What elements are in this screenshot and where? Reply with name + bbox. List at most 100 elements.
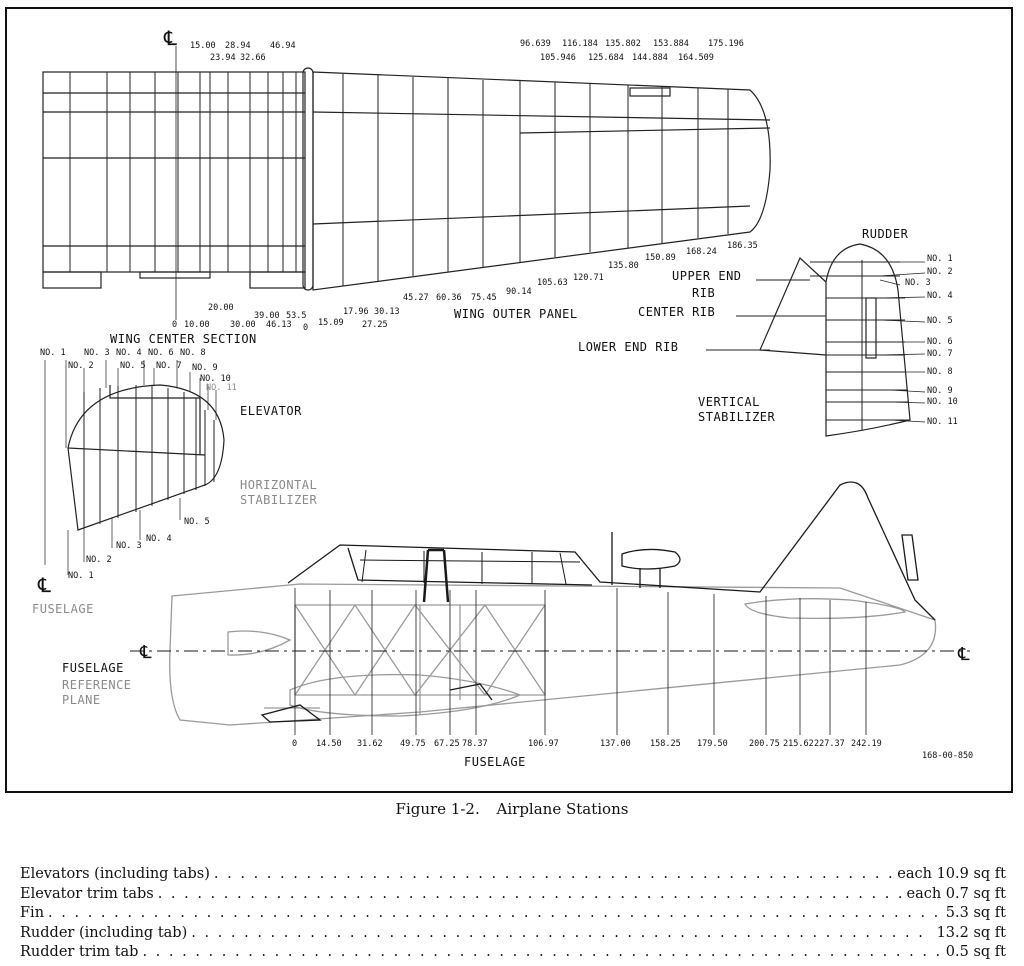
svg-text:75.45: 75.45: [471, 293, 497, 303]
svg-text:175.196: 175.196: [708, 39, 744, 49]
svg-text:53.5: 53.5: [286, 311, 306, 321]
svg-text:120.71: 120.71: [573, 273, 604, 283]
fuselage-stations: 0 14.50 31.62 49.75 67.25 78.37 106.97 1…: [292, 739, 882, 749]
fuselage-reference-centerline-symbol: ℄: [139, 642, 152, 663]
svg-text:78.37: 78.37: [462, 739, 488, 749]
wing-center-bottom-stations: 20.00 0 10.00 30.00 39.00 46.13 53.5 0: [172, 303, 308, 333]
svg-text:32.66: 32.66: [240, 53, 266, 63]
svg-text:NO. 4: NO. 4: [146, 534, 172, 544]
area-value: each 0.7 sq ft: [906, 885, 1007, 902]
svg-text:168.24: 168.24: [686, 247, 717, 257]
surface-area-list: Elevators (including tabs)each 10.9 sq f…: [20, 866, 1006, 964]
list-item: Rudder trim tab 0.5 sq ft: [20, 944, 1006, 964]
list-item: Elevators (including tabs)each 10.9 sq f…: [20, 866, 1006, 886]
svg-text:14.50: 14.50: [316, 739, 342, 749]
svg-text:NO. 2: NO. 2: [68, 361, 94, 371]
svg-text:NO. 9: NO. 9: [927, 386, 953, 396]
svg-text:0: 0: [172, 320, 177, 330]
svg-text:45.27: 45.27: [403, 293, 429, 303]
wing-center-top-stations: 15.00 28.94 46.94 23.94 32.66: [190, 41, 296, 63]
svg-text:10.00: 10.00: [184, 320, 210, 330]
svg-text:0: 0: [292, 739, 297, 749]
svg-text:49.75: 49.75: [400, 739, 426, 749]
airplane-stations-figure: ℄ 15.00 28.94 46.94 23.94 32.66 20.00 0 …: [5, 7, 1013, 793]
wing-centerline-symbol: ℄: [163, 26, 177, 50]
svg-text:39.00: 39.00: [254, 311, 280, 321]
svg-text:17.96: 17.96: [343, 307, 369, 317]
list-item: Rudder (including tab)13.2 sq ft: [20, 925, 1006, 945]
fuselage-tail-centerline-symbol: ℄: [957, 644, 970, 665]
svg-text:30.00: 30.00: [230, 320, 256, 330]
svg-text:153.884: 153.884: [653, 39, 689, 49]
upper-end-rib-label-2: RIB: [692, 286, 715, 300]
fuselage-drawing: [130, 481, 970, 735]
svg-text:96.639: 96.639: [520, 39, 551, 49]
drawing-number: 168-00-850: [922, 751, 973, 761]
svg-text:NO. 3: NO. 3: [84, 348, 110, 358]
svg-text:67.25: 67.25: [434, 739, 460, 749]
fuselage-label: FUSELAGE: [464, 755, 526, 769]
svg-text:NO. 2: NO. 2: [86, 555, 112, 565]
svg-text:116.184: 116.184: [562, 39, 598, 49]
vertical-rib-numbers: NO. 1 NO. 2 NO. 3 NO. 4 NO. 5 NO. 6 NO. …: [905, 254, 958, 427]
svg-text:NO. 11: NO. 11: [206, 383, 237, 393]
rudder-label: RUDDER: [862, 227, 909, 241]
horizontal-rib-numbers-top: NO. 1 NO. 2 NO. 3 NO. 4 NO. 5 NO. 6 NO. …: [40, 348, 237, 393]
svg-text:135.80: 135.80: [608, 261, 639, 271]
fuselage-reference-label: FUSELAGE: [62, 661, 124, 675]
svg-text:158.25: 158.25: [650, 739, 681, 749]
list-item: Fin5.3 sq ft: [20, 905, 1006, 925]
svg-text:200.75: 200.75: [749, 739, 780, 749]
wing-outer-panel-label: WING OUTER PANEL: [454, 307, 578, 321]
area-name: Rudder trim tab: [20, 944, 139, 960]
elevator-label: ELEVATOR: [240, 404, 302, 418]
horizontal-stabilizer-label: HORIZONTAL: [240, 478, 317, 492]
svg-text:179.50: 179.50: [697, 739, 728, 749]
svg-text:NO. 7: NO. 7: [156, 361, 182, 371]
fuselage-centerline-symbol: ℄: [37, 573, 51, 597]
svg-text:NO. 8: NO. 8: [927, 367, 953, 377]
svg-text:15.09: 15.09: [318, 318, 344, 328]
svg-text:46.13: 46.13: [266, 320, 292, 330]
svg-text:186.35: 186.35: [727, 241, 758, 251]
svg-text:NO. 1: NO. 1: [68, 571, 94, 581]
wing-center-section-label: WING CENTER SECTION: [110, 332, 257, 346]
svg-text:NO. 5: NO. 5: [927, 316, 953, 326]
fuselage-centerline-label: FUSELAGE: [32, 602, 94, 616]
svg-text:106.97: 106.97: [528, 739, 559, 749]
svg-text:NO. 2: NO. 2: [927, 267, 953, 277]
figure-title: Airplane Stations: [496, 800, 629, 818]
fuselage-reference-label-2: REFERENCE: [62, 678, 132, 692]
svg-text:215.62: 215.62: [783, 739, 814, 749]
horizontal-rib-numbers-bottom: NO. 1 NO. 2 NO. 3 NO. 4 NO. 5: [68, 517, 210, 581]
svg-text:27.25: 27.25: [362, 320, 388, 330]
area-value: 13.2 sq ft: [936, 924, 1006, 941]
svg-text:135.802: 135.802: [605, 39, 641, 49]
wing-drawing: [42, 46, 771, 320]
svg-text:20.00: 20.00: [208, 303, 234, 313]
wing-outer-bottom-stations: 15.09 17.96 27.25 30.13 45.27 60.36 75.4…: [318, 241, 758, 330]
svg-text:90.14: 90.14: [506, 287, 532, 297]
svg-text:NO. 3: NO. 3: [116, 541, 142, 551]
svg-text:NO. 1: NO. 1: [40, 348, 66, 358]
area-value: 0.5 sq ft: [945, 944, 1006, 960]
svg-text:NO. 11: NO. 11: [927, 417, 958, 427]
area-value: 5.3 sq ft: [945, 905, 1006, 921]
svg-text:NO. 10: NO. 10: [927, 397, 958, 407]
svg-text:NO. 3: NO. 3: [905, 278, 931, 288]
area-name: Elevator trim tabs: [20, 885, 154, 902]
svg-text:NO. 4: NO. 4: [927, 291, 953, 301]
svg-text:NO. 8: NO. 8: [180, 348, 206, 358]
svg-text:227.37: 227.37: [814, 739, 845, 749]
svg-text:15.00: 15.00: [190, 41, 216, 51]
lower-end-rib-label: LOWER END RIB: [578, 340, 678, 354]
svg-text:NO. 5: NO. 5: [120, 361, 146, 371]
svg-text:31.62: 31.62: [357, 739, 383, 749]
svg-text:46.94: 46.94: [270, 41, 296, 51]
vertical-stabilizer-label: VERTICAL: [698, 395, 760, 409]
svg-text:105.946: 105.946: [540, 53, 576, 63]
svg-text:NO. 1: NO. 1: [927, 254, 953, 264]
horizontal-stabilizer-drawing: [44, 360, 225, 575]
svg-text:NO. 6: NO. 6: [927, 337, 953, 347]
svg-text:NO. 7: NO. 7: [927, 349, 953, 359]
